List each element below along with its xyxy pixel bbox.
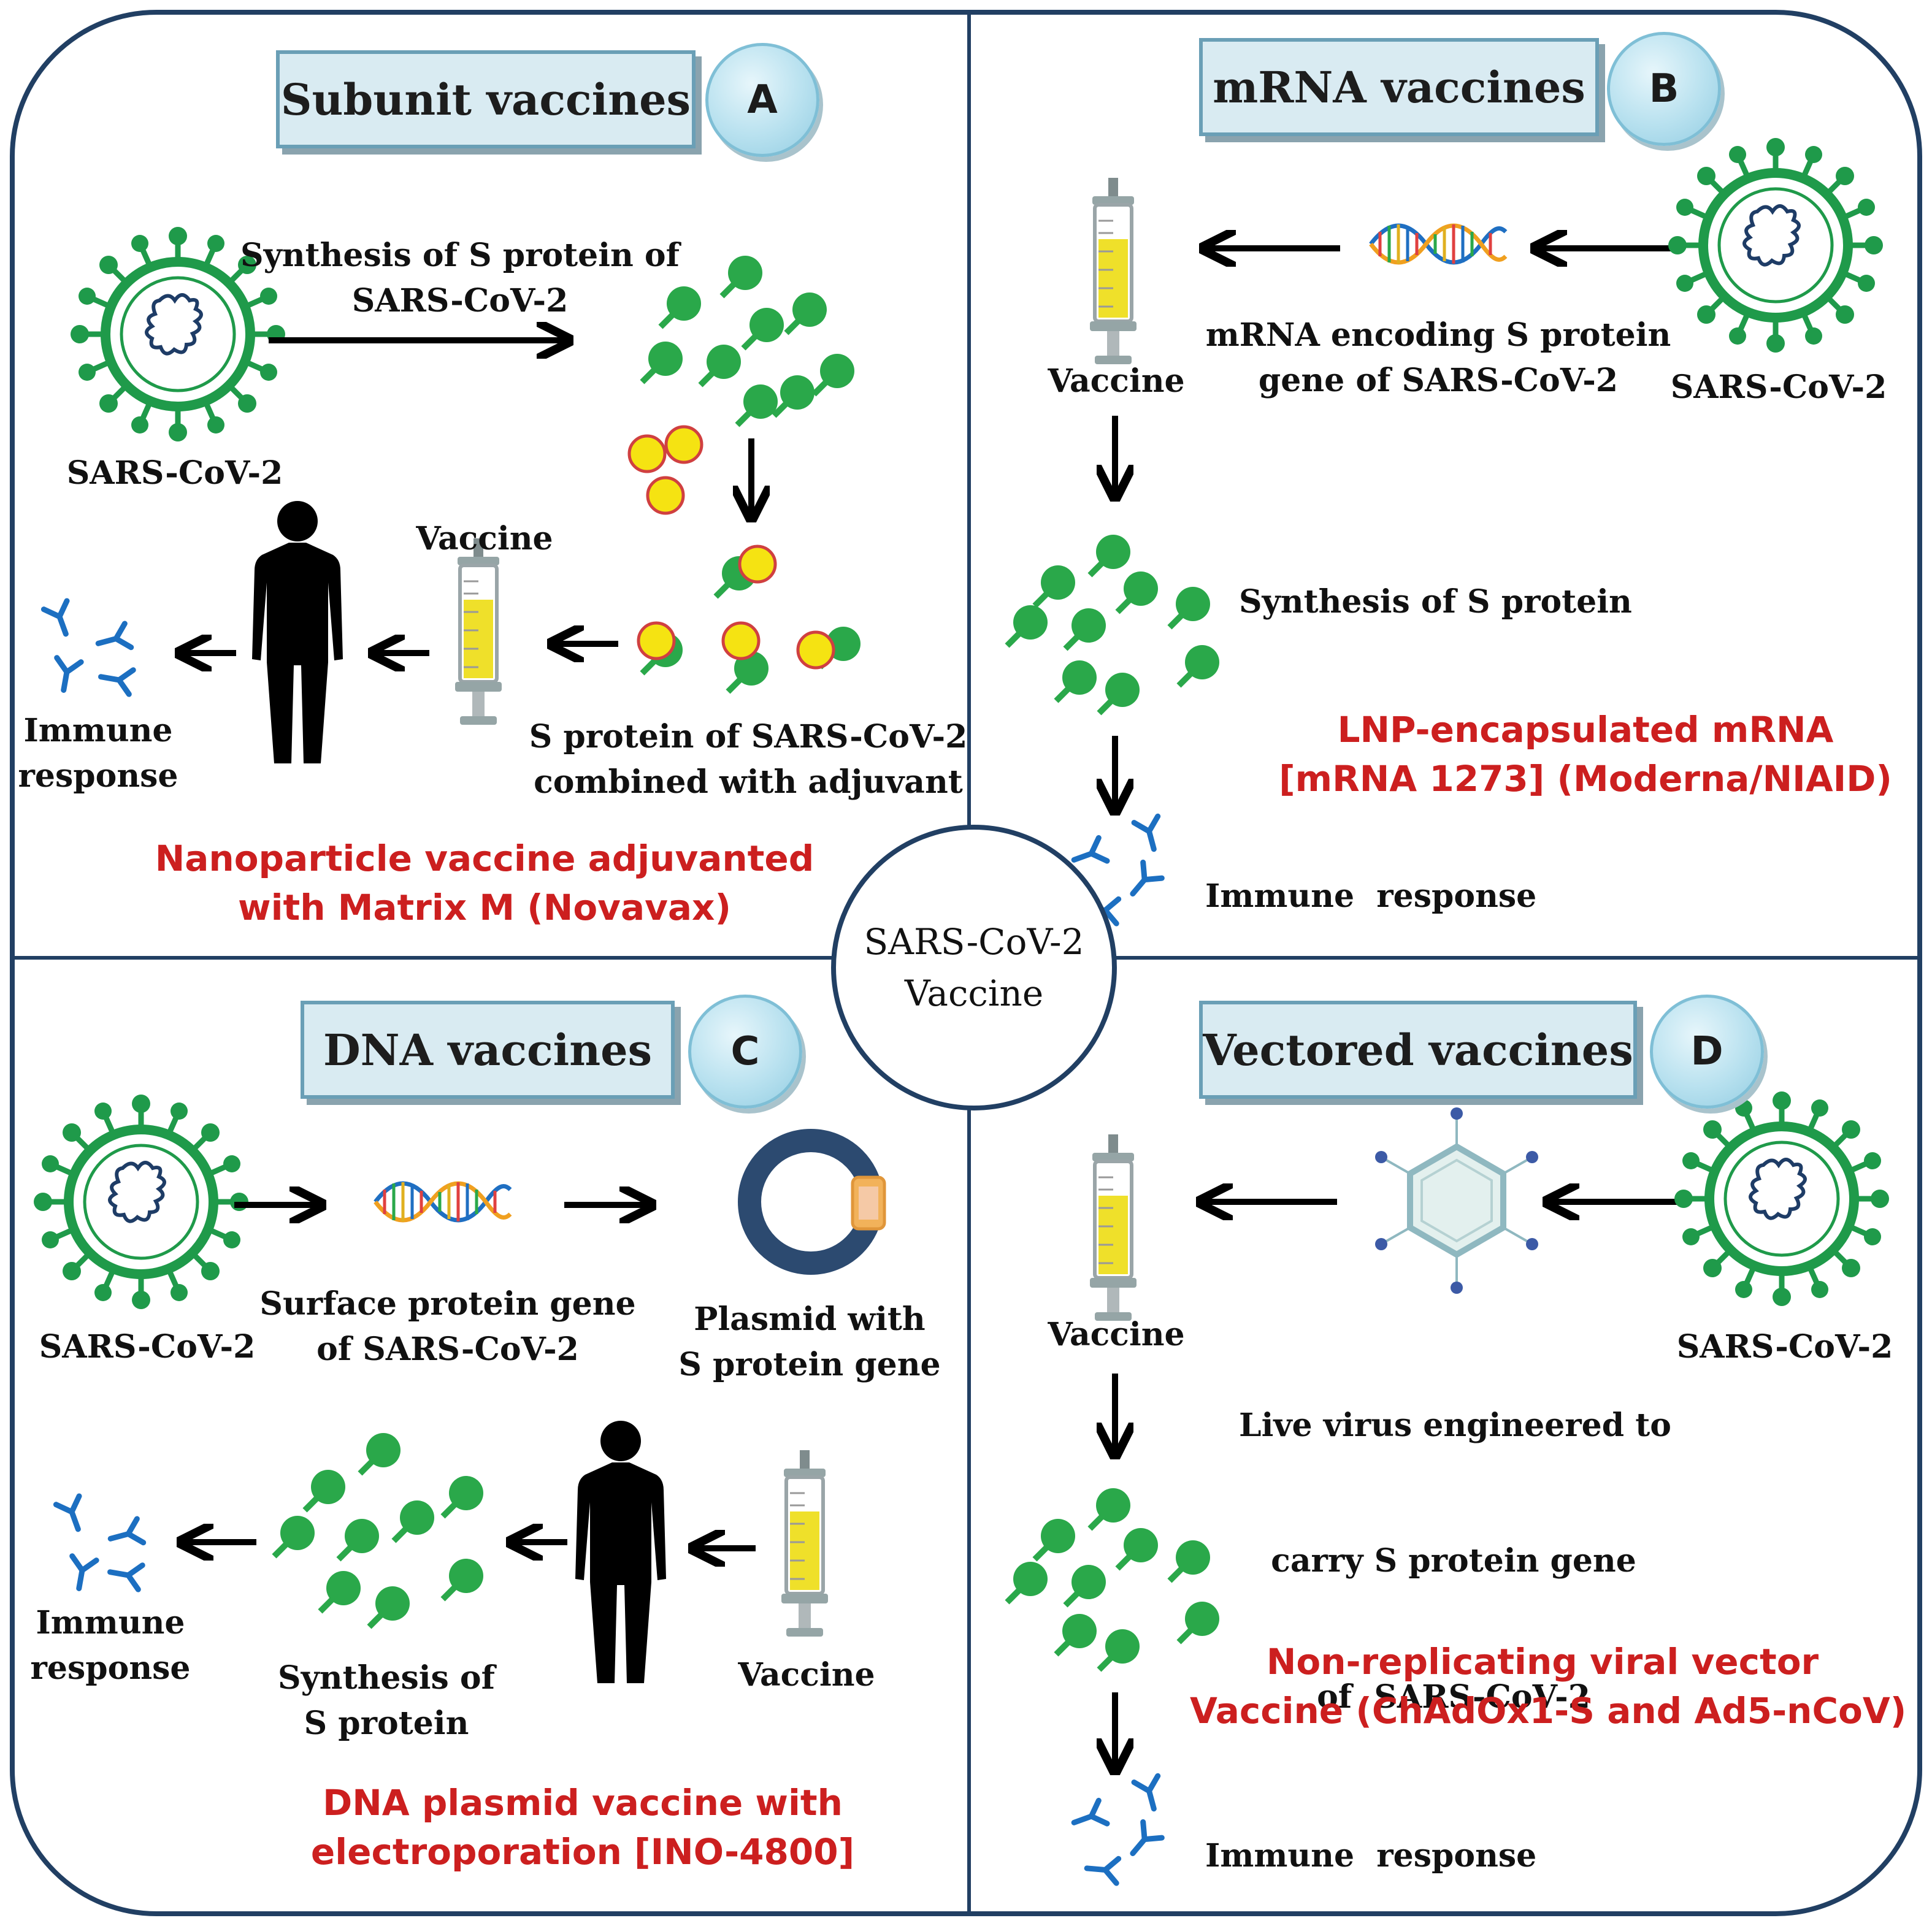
label-line: electroporation [INO-4800] [310,1831,855,1873]
label-line: Live virus engineered to [1239,1406,1671,1444]
label-line: Surface protein gene [259,1285,636,1323]
panel-c-immune-label: Immune response [25,1600,196,1691]
panel-c-vaccine-label: Vaccine [738,1656,875,1694]
panel-b-immune-label: Immune response [1205,877,1537,915]
panel-a-badge: A [705,43,819,157]
panel-a-combined-label: S protein of SARS-CoV-2 combined with ad… [527,714,969,805]
label-line: LNP-encapsulated mRNA [1337,709,1834,751]
label-line: with Matrix M (Novavax) [238,887,731,929]
panel-c-badge: C [688,995,802,1109]
panel-a-virus-label: SARS-CoV-2 [66,454,283,492]
label-line: S protein of SARS-CoV-2 [529,718,968,755]
panel-a-immune-label: Immune response [12,708,184,799]
panel-d-immune-label: Immune response [1205,1837,1537,1874]
panel-d-virus-label: SARS-CoV-2 [1676,1328,1893,1366]
panel-d-title: Vectored vaccines [1199,1001,1637,1099]
panel-c-virus-label: SARS-CoV-2 [39,1328,256,1366]
label-line: Nanoparticle vaccine adjuvanted [155,838,815,879]
panel-c-title: DNA vaccines [301,1001,675,1099]
panel-c-example: DNA plasmid vaccine with electroporation… [245,1778,920,1876]
label-line: SARS-CoV-2 [351,281,569,319]
center-circle: SARS-CoV-2 Vaccine [831,825,1117,1110]
label-line: gene of SARS-CoV-2 [1258,361,1619,399]
label-line: response [18,757,178,795]
panel-a-title: Subunit vaccines [276,50,696,148]
panel-c-synthesis-label: Synthesis of S protein [270,1656,503,1746]
label-line: Immune [23,712,173,749]
panel-c-gene-label: Surface protein gene of SARS-CoV-2 [258,1282,638,1372]
panel-b-mrna-label: mRNA encoding S protein gene of SARS-CoV… [1202,313,1674,403]
panel-d-vector-label: Live virus engineered to carry S protein… [1239,1312,1671,1810]
panel-a-example: Nanoparticle vaccine adjuvanted with Mat… [117,834,853,932]
panel-b-vaccine-label: Vaccine [1048,362,1185,400]
label-line: Synthesis of S protein of [240,237,680,274]
label-line: mRNA encoding S protein [1205,316,1671,354]
label-line: [mRNA 1273] (Moderna/NIAID) [1279,758,1892,800]
panel-a-synthesis-label: Synthesis of S protein of SARS-CoV-2 [196,233,724,324]
label-line: Plasmid with [694,1301,926,1338]
label-line: response [30,1649,191,1687]
label-line: Synthesis of [278,1659,495,1697]
label-line: S protein gene [678,1345,941,1383]
plasmid-icon [738,1129,886,1275]
panel-b-title: mRNA vaccines [1199,38,1599,136]
label-line: of SARS-CoV-2 [316,1330,579,1368]
center-label-line2: Vaccine [904,973,1044,1014]
label-line: of SARS-CoV-2 [1317,1678,1590,1716]
panel-b-example: LNP-encapsulated mRNA [mRNA 1273] (Moder… [1276,705,1895,803]
panel-b-virus-label: SARS-CoV-2 [1670,369,1887,406]
label-line: carry S protein gene [1271,1542,1636,1580]
panel-d-vaccine-label: Vaccine [1048,1316,1185,1353]
label-line: DNA plasmid vaccine with [323,1782,843,1824]
panel-d-badge: D [1650,995,1764,1109]
center-label-line1: SARS-CoV-2 [864,920,1084,963]
label-line: Non-replicating viral vector [1266,1641,1819,1683]
panel-c-plasmid-label: Plasmid with S protein gene [669,1297,951,1388]
label-line: S protein [304,1704,469,1742]
panel-d-example: Non-replicating viral vector Vaccine (Ch… [1190,1637,1907,1735]
panel-b-synthesis-label: Synthesis of S protein [1239,583,1632,621]
panel-b-badge: B [1607,32,1721,146]
label-line: combined with adjuvant [534,763,963,801]
panel-a-vaccine-label: Vaccine [416,520,553,557]
label-line: Immune [36,1604,185,1641]
label-line: Vaccine (ChAdOx1-S and Ad5-nCoV) [1190,1690,1907,1732]
